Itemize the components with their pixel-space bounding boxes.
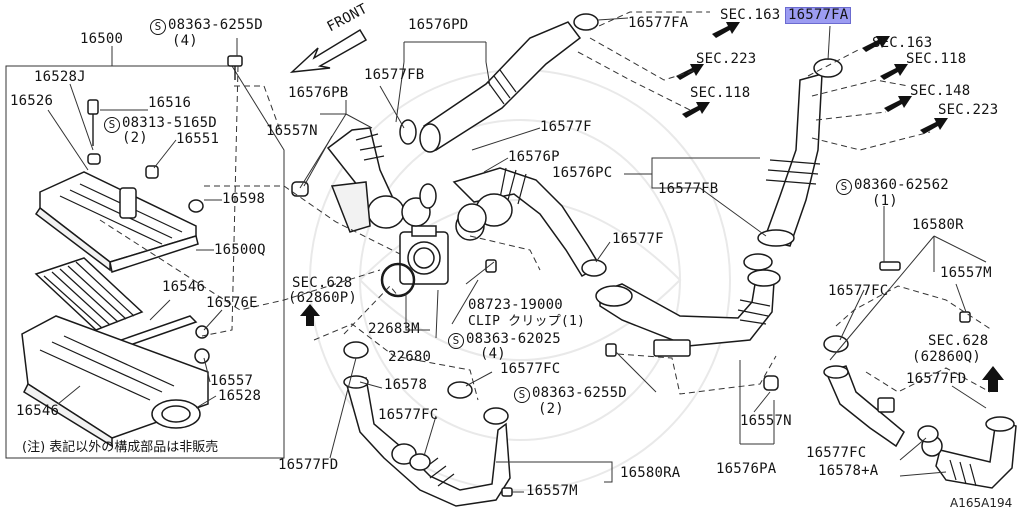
front-arrow [289,28,368,73]
part-label-16577FB-b: 16577FB [658,181,719,197]
part-label-16580RA: 16580RA [620,465,681,481]
air-cleaner-lower-case [21,315,209,448]
o-ring-22683M [380,262,416,298]
part-label-22680: 22680 [388,349,432,365]
part-label-16500Q: 16500Q [214,242,266,258]
pipe-16576PD [419,21,582,153]
part-label-16577FC-d: 16577FC [806,445,867,461]
section-ref-sec628-b-code[interactable]: (62860Q) [912,349,982,365]
section-ref-sec118-b[interactable]: SEC.118 [906,51,967,67]
part-label-16557: 16557 [210,373,254,389]
part-label-16577FA: 16577FA [628,15,689,31]
part-label-16576PD: 16576PD [408,17,469,33]
pipe-16576PC [757,73,823,247]
part-label-16526: 16526 [10,93,54,109]
part-label-16576E: 16576E [206,295,258,311]
not-for-sale-note: (注) 表記以外の構成部品は非販売 [22,440,219,455]
part-label-16576PA: 16576PA [716,461,777,477]
part-label-16577FC-c: 16577FC [828,283,889,299]
screw-qty-top: (4) [172,33,198,49]
dashed-reference-lines [99,11,993,401]
resonator-16580RA [343,375,511,507]
part-label-16576P: 16576P [508,149,560,165]
screw-qty-62562: (1) [872,193,898,209]
part-label-16557M-b: 16557M [940,265,992,281]
air-cleaner-upper-cover [34,171,199,273]
duct-16576PB [326,127,431,229]
section-ref-sec148[interactable]: SEC.148 [910,83,971,99]
section-ref-sec223-a[interactable]: SEC.223 [696,51,757,67]
highlighted-part-16577FA[interactable]: 16577FA [784,7,852,24]
part-label-16576PB: 16576PB [288,85,349,101]
air-cleaner-frame [5,65,285,459]
part-label-16578: 16578 [384,377,428,393]
section-ref-sec163-b[interactable]: SEC.163 [872,35,933,51]
part-label-16577FC-a: 16577FC [378,407,439,423]
part-label-16546-a: 16546 [162,279,206,295]
part-label-16577F-b: 16577F [612,231,664,247]
part-label-16576PC: 16576PC [552,165,613,181]
diagram-id: A165A194 [950,496,1013,510]
section-ref-sec163-a[interactable]: SEC.163 [720,7,781,23]
part-label-16551: 16551 [176,131,220,147]
part-label-16578A: 16578+A [818,463,879,479]
part-label-16577FD-b: 16577FD [906,371,967,387]
clip-description: CLIP クリップ(1) [468,314,586,329]
bolt-16516 [87,99,99,146]
section-ref-sec628-a-code[interactable]: (62860P) [288,290,358,306]
section-ref-sec118-a[interactable]: SEC.118 [690,85,751,101]
clip-part-number: 08723-19000 [468,297,563,313]
screw-qty-6255D-bottom: (2) [538,401,564,417]
part-label-16577FB-a: 16577FB [364,67,425,83]
bolt-08363-6255D [227,55,243,80]
part-label-16577F-a: 16577F [540,119,592,135]
part-label-16516: 16516 [148,95,192,111]
section-ref-sec628-a[interactable]: SEC.628 [292,275,353,291]
section-ref-sec223-b[interactable]: SEC.223 [938,102,999,118]
part-label-16577FC-b: 16577FC [500,361,561,377]
screw-qty-62025: (4) [480,346,506,362]
part-label-16500: 16500 [80,31,124,47]
screw-qty-5165D: (2) [122,130,148,146]
part-label-16557N-a: 16557N [266,123,318,139]
leader-lines [47,17,987,493]
part-label-16528: 16528 [218,388,262,404]
part-label-16577FD-a: 16577FD [278,457,339,473]
section-arrows [300,22,1004,392]
duct-16576PA [595,269,781,347]
part-label-16598: 16598 [222,191,266,207]
part-label-22683M: 22683M [368,321,420,337]
section-ref-sec628-b[interactable]: SEC.628 [928,333,989,349]
part-label-16546-b: 16546 [16,403,60,419]
air-flow-meter [399,225,449,285]
part-label-16528J: 16528J [34,69,86,85]
part-label-16557N-b: 16557N [740,413,792,429]
part-label-16580R: 16580R [912,217,964,233]
part-label-16557M-a: 16557M [526,483,578,499]
